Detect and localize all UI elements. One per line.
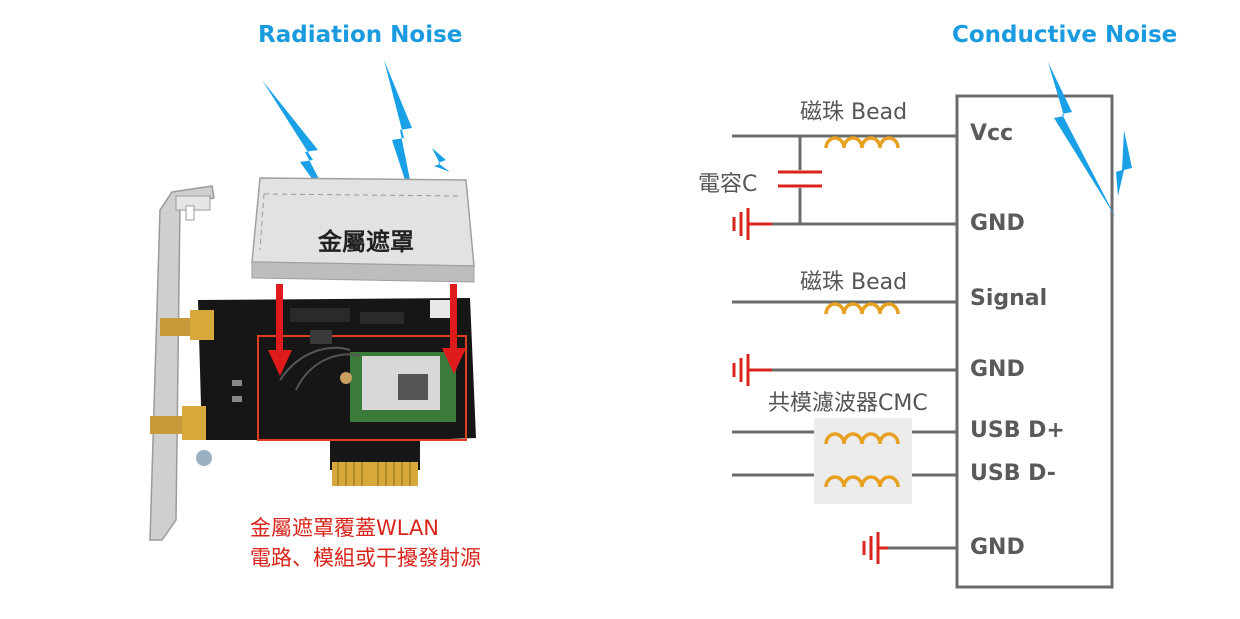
bead-coil-2 bbox=[824, 302, 900, 315]
lightning-bolt-5 bbox=[1116, 130, 1132, 196]
pin-usb-dplus: USB D+ bbox=[970, 418, 1065, 443]
pcie-bracket bbox=[149, 185, 215, 541]
pin-gnd-2: GND bbox=[970, 357, 1025, 382]
radiation-noise-title: Radiation Noise bbox=[258, 22, 463, 48]
bead-label-2: 磁珠 Bead bbox=[800, 270, 908, 295]
metal-shield bbox=[251, 177, 475, 283]
capacitor bbox=[778, 170, 822, 188]
capacitor-label: 電容C bbox=[698, 172, 758, 197]
cmc-coil-2 bbox=[824, 475, 900, 488]
ground-symbol-3 bbox=[862, 532, 888, 564]
connector-box bbox=[955, 94, 1114, 589]
shield-caption-line2: 電路、模組或干擾發射源 bbox=[250, 546, 481, 570]
pin-gnd-3: GND bbox=[970, 535, 1025, 560]
pin-gnd-1: GND bbox=[970, 211, 1025, 236]
shield-caption-line1: 金屬遮罩覆蓋WLAN bbox=[250, 516, 440, 540]
pin-signal: Signal bbox=[970, 286, 1048, 311]
cmc-coil-1 bbox=[824, 432, 900, 445]
bead-label-1: 磁珠 Bead bbox=[800, 100, 908, 125]
lightning-bolt-4 bbox=[1048, 62, 1116, 218]
cmc-label: 共模濾波器CMC bbox=[768, 391, 928, 416]
ground-symbol-2 bbox=[732, 354, 772, 386]
pin-usb-dminus: USB D- bbox=[970, 461, 1056, 486]
coils bbox=[824, 136, 900, 488]
conductive-noise-title: Conductive Noise bbox=[952, 22, 1178, 48]
pcb-board bbox=[150, 298, 476, 486]
shield-label: 金屬遮罩 bbox=[318, 228, 414, 256]
cmc-highlight bbox=[814, 418, 912, 504]
ground-symbol-1 bbox=[732, 208, 772, 240]
lightning-bolt-3 bbox=[432, 148, 450, 172]
shield-arrows bbox=[268, 284, 466, 376]
pin-vcc: Vcc bbox=[970, 121, 1014, 146]
bead-coil-1 bbox=[824, 136, 900, 149]
